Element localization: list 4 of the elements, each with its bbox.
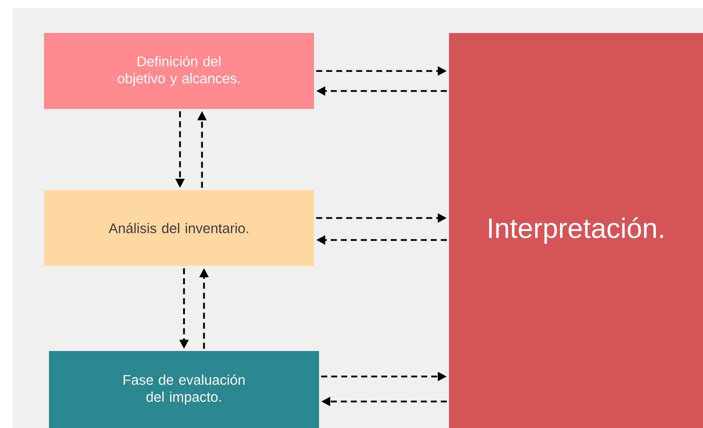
- process-box: Definición del objetivo y alcances.: [44, 33, 314, 109]
- process-box: Análisis del inventario.: [44, 190, 314, 266]
- process-box: Fase de evaluación del impacto.: [49, 351, 319, 428]
- process-box: Interpretación.: [449, 33, 703, 428]
